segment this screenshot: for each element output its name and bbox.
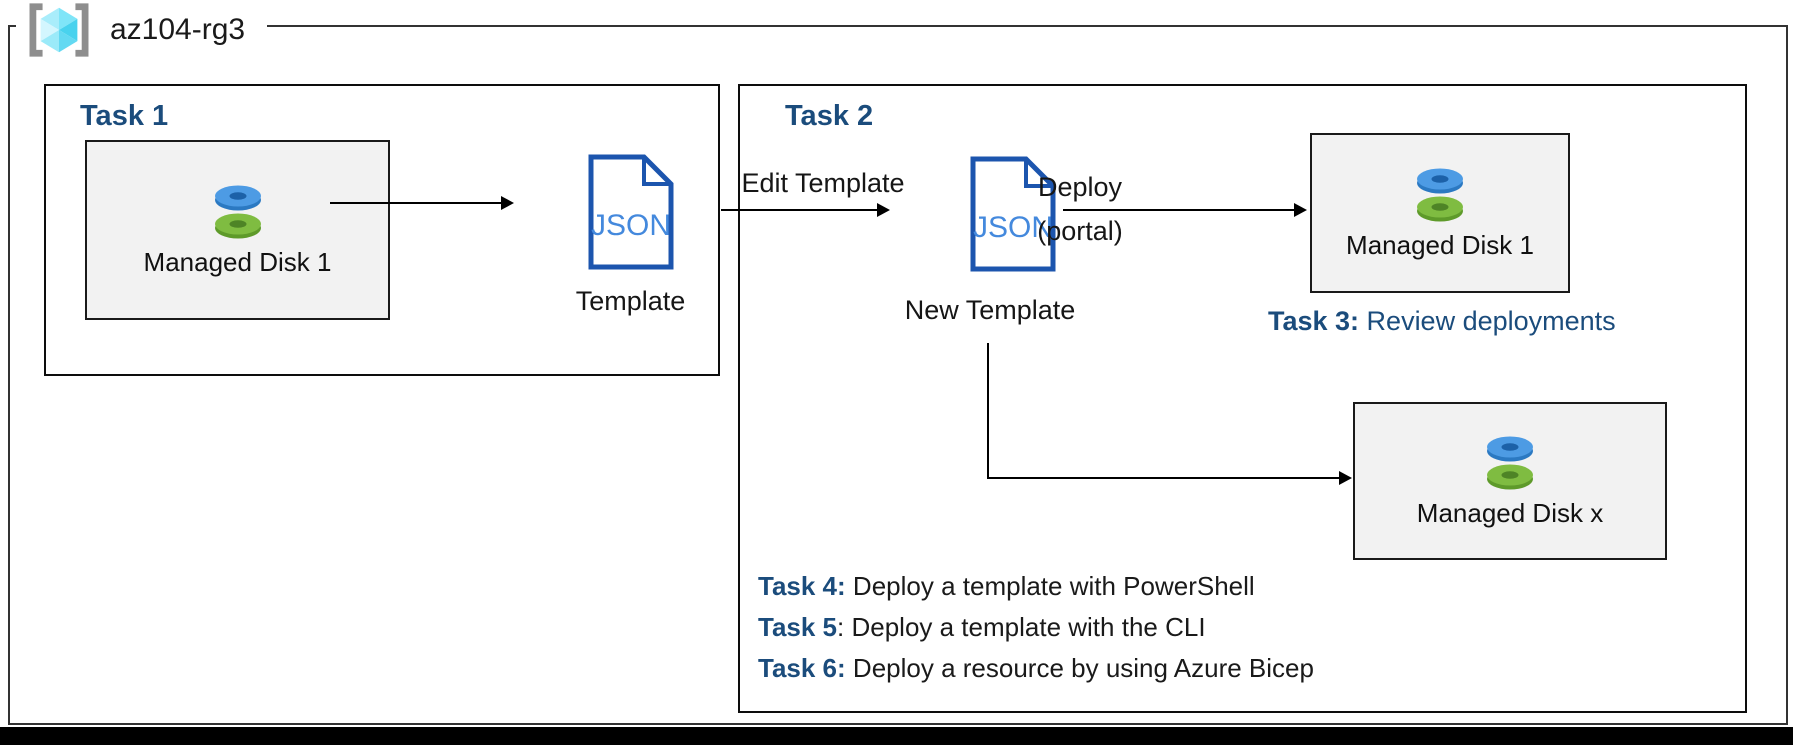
managed-disk-icon	[214, 185, 261, 238]
resource-group-border	[8, 25, 1788, 725]
new-template-to-diskx-arrowhead-icon	[1339, 470, 1352, 485]
task6-text: Deploy a resource by using Azure Bicep	[852, 653, 1314, 683]
json-doc-text: JSON	[973, 211, 1053, 244]
disk-to-template-arrow-line	[330, 202, 502, 204]
task-list: Task 4: Deploy a template with PowerShel…	[758, 566, 1314, 689]
managed-disk-1-deployed-box: Managed Disk 1	[1310, 133, 1570, 293]
deploy-arrowhead-icon	[1294, 202, 1307, 217]
deploy-arrow-line	[1063, 209, 1295, 211]
task5-separator: :	[837, 612, 852, 642]
task4-line: Task 4: Deploy a template with PowerShel…	[758, 566, 1314, 607]
managed-disk-1-box: Managed Disk 1	[85, 140, 390, 320]
task4-text: Deploy a template with PowerShell	[852, 571, 1255, 601]
managed-disk-1-deployed-label: Managed Disk 1	[1346, 229, 1534, 260]
managed-disk-icon	[1487, 436, 1533, 489]
json-doc-text: JSON	[591, 209, 671, 242]
task4-separator	[846, 571, 853, 601]
task3-prefix: Task 3:	[1268, 306, 1360, 336]
new-template-caption: New Template	[904, 295, 1076, 325]
new-template-down-line	[987, 343, 989, 479]
json-document-icon: JSON	[588, 154, 674, 270]
task6-prefix: Task 6:	[758, 653, 846, 683]
managed-disk-x-box: Managed Disk x	[1353, 402, 1667, 560]
task5-prefix: Task 5	[758, 612, 838, 642]
edit-template-label: Edit Template	[741, 168, 905, 198]
managed-disk-x-label: Managed Disk x	[1416, 497, 1604, 528]
task3-caption: Task 3: Review deployments	[1268, 306, 1616, 337]
managed-disk-icon	[1417, 168, 1463, 221]
task5-line: Task 5: Deploy a template with the CLI	[758, 607, 1314, 648]
disk-to-template-arrowhead-icon	[501, 195, 514, 210]
task1-title: Task 1	[80, 100, 169, 132]
task3-text: Review deployments	[1359, 306, 1616, 336]
new-template-to-diskx-line	[987, 477, 1340, 479]
bottom-bar	[0, 727, 1793, 745]
task6-line: Task 6: Deploy a resource by using Azure…	[758, 648, 1314, 689]
azure-resource-group-icon	[29, 3, 89, 57]
resource-group-label: az104-rg3	[16, 0, 268, 60]
deploy-label: Deploy	[1037, 172, 1123, 202]
template-caption: Template	[575, 286, 686, 316]
resource-group-name: az104-rg3	[110, 13, 246, 46]
managed-disk-1-label: Managed Disk 1	[143, 246, 332, 277]
task2-title: Task 2	[785, 100, 874, 132]
task4-prefix: Task 4:	[758, 571, 846, 601]
edit-template-arrow-line	[721, 209, 878, 211]
task6-separator	[846, 653, 853, 683]
deploy-portal-label: (portal)	[1037, 216, 1123, 246]
task5-text: Deploy a template with the CLI	[851, 612, 1206, 642]
json-document-icon: JSON	[970, 156, 1056, 272]
task2-container	[738, 84, 1747, 713]
edit-template-arrowhead-icon	[877, 202, 890, 217]
